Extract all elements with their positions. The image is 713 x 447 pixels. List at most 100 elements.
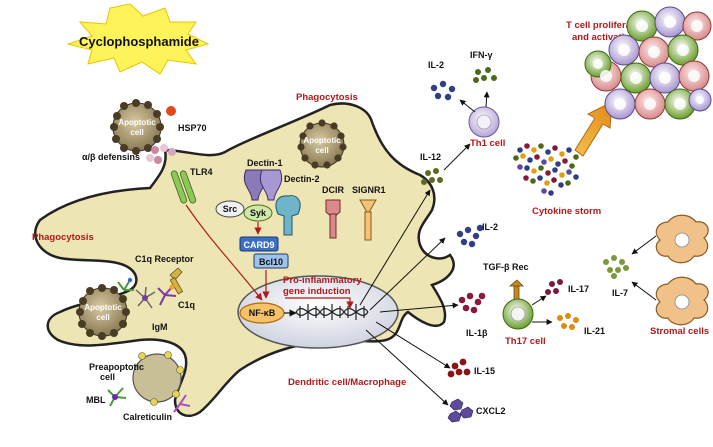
il7-dots bbox=[603, 255, 629, 279]
phagocytosis-left-label: Phagocytosis bbox=[32, 232, 94, 243]
il12-th1-arrow bbox=[443, 143, 471, 171]
dectin2-label: Dectin-2 bbox=[284, 174, 320, 184]
hsp70-label: HSP70 bbox=[178, 123, 207, 133]
bcl10-label: Bcl10 bbox=[259, 257, 283, 267]
dectin1-receptor bbox=[243, 169, 283, 201]
c1q-label: C1q bbox=[178, 300, 195, 310]
il12-dots bbox=[421, 168, 443, 185]
il7-label: IL-7 bbox=[612, 288, 628, 298]
c1q-receptor-label: C1q Receptor bbox=[135, 254, 194, 264]
preapoptotic-label-1: Preapoptotic bbox=[89, 362, 144, 372]
il15-label: IL-15 bbox=[474, 366, 495, 376]
apoptotic-cell-label: cell bbox=[96, 313, 109, 322]
apoptotic-cell-center: Apoptotic cell bbox=[297, 119, 347, 169]
c1q-receptor bbox=[169, 267, 184, 295]
il2-top-label: IL-2 bbox=[428, 60, 444, 70]
ligand-head bbox=[127, 277, 133, 283]
dcir-receptor bbox=[325, 199, 341, 239]
preapoptotic-cell bbox=[132, 351, 184, 406]
c1q-head bbox=[169, 284, 175, 290]
th1-il2-arrow bbox=[459, 99, 476, 113]
stromal-bottom-arrow bbox=[631, 281, 657, 301]
mbl-core bbox=[112, 394, 118, 400]
il17-label: IL-17 bbox=[568, 284, 589, 294]
nucleus bbox=[237, 275, 399, 349]
stromal-top-arrow bbox=[631, 235, 657, 255]
th17-cell bbox=[502, 298, 534, 330]
apoptotic-label: Apoptotic bbox=[303, 136, 341, 145]
cxcl2-molecules bbox=[447, 398, 474, 423]
tgfb-rec-label: TGF-β Rec bbox=[483, 262, 529, 272]
apoptotic-cell-label: cell bbox=[315, 146, 328, 155]
il2-mid-label: IL-2 bbox=[482, 222, 498, 232]
mbl-label: MBL bbox=[86, 395, 106, 405]
apoptotic-cell-top-left: Apoptotic cell bbox=[110, 99, 164, 155]
syk-node: Syk bbox=[243, 204, 273, 222]
dectin1-label: Dectin-1 bbox=[247, 158, 283, 168]
cyclophosphamide-burst: Cyclophosphamide bbox=[66, 3, 210, 75]
th17-il17-arrow bbox=[531, 295, 547, 306]
il21-dots bbox=[557, 313, 579, 330]
il1b-label: IL-1β bbox=[466, 328, 488, 338]
dectin2-receptor bbox=[275, 195, 301, 236]
cytokine-storm-cluster bbox=[513, 143, 579, 196]
il1b-dots bbox=[458, 292, 486, 314]
signr1-label: SIGNR1 bbox=[352, 185, 386, 195]
il15-dots bbox=[447, 358, 471, 378]
pro-inflammatory-label-2: gene induction bbox=[283, 286, 351, 297]
cytokine-storm-label: Cytokine storm bbox=[532, 206, 601, 217]
defensins-label: α/β defensins bbox=[82, 152, 140, 162]
defensin-molecules bbox=[146, 144, 176, 164]
stromal-cell-top bbox=[655, 214, 709, 264]
tlr4-receptor bbox=[170, 170, 197, 204]
card9-box: CARD9 bbox=[239, 236, 279, 252]
cyclophosphamide-label: Cyclophosphamide bbox=[79, 34, 199, 49]
tlr4-signal-arrow bbox=[185, 204, 263, 301]
gene-induction-arrow bbox=[285, 297, 354, 309]
preapoptotic-label-2: cell bbox=[100, 372, 115, 382]
bcl10-box: Bcl10 bbox=[253, 253, 289, 269]
il2-mid-dots bbox=[456, 224, 484, 248]
nfkb-label: NF-κB bbox=[249, 308, 276, 318]
phagocytosis-top-label: Phagocytosis bbox=[296, 92, 358, 103]
src-node: Src bbox=[215, 200, 245, 218]
pro-inflammatory-label-1: Pro-inflammatory bbox=[283, 275, 362, 286]
ifng-dots bbox=[473, 67, 497, 83]
apoptotic-cell-lower-left: Apoptotic cell bbox=[76, 284, 130, 340]
il12-label: IL-12 bbox=[420, 152, 441, 162]
apoptotic-label: Apoptotic bbox=[84, 303, 122, 312]
tlr4-label: TLR4 bbox=[190, 167, 213, 177]
t-cell-cluster bbox=[584, 6, 712, 120]
igm-core bbox=[142, 295, 148, 301]
dendritic-cell-label: Dendritic cell/Macrophage bbox=[288, 377, 406, 388]
t-cell-title-2: and activation bbox=[572, 32, 636, 43]
output-arrows bbox=[359, 189, 459, 406]
syk-label: Syk bbox=[250, 208, 267, 218]
cxcl2-label: CXCL2 bbox=[476, 406, 506, 416]
apoptotic-cell-label: cell bbox=[130, 128, 143, 137]
apoptotic-label: Apoptotic bbox=[118, 118, 156, 127]
tgfb-receptor bbox=[508, 279, 524, 301]
th1-label: Th1 cell bbox=[470, 138, 505, 149]
il2-top-dots bbox=[430, 80, 456, 101]
il21-label: IL-21 bbox=[584, 326, 605, 336]
th17-label: Th17 cell bbox=[505, 336, 546, 347]
nfkb-node: NF-κB bbox=[239, 302, 297, 324]
igm-label: IgM bbox=[152, 322, 168, 332]
stromal-cell-bottom bbox=[655, 276, 709, 326]
stromal-cells-label: Stromal cells bbox=[650, 326, 709, 337]
dna-helix bbox=[295, 304, 369, 320]
th1-ifng-arrow bbox=[483, 91, 490, 108]
signr1-receptor bbox=[359, 199, 377, 241]
th1-cell bbox=[468, 106, 500, 138]
calreticulin-molecule bbox=[173, 394, 191, 413]
src-label: Src bbox=[223, 204, 238, 214]
card9-label: CARD9 bbox=[243, 240, 274, 250]
hsp70-molecule bbox=[166, 106, 176, 116]
t-cell-title-1: T cell proliferation bbox=[566, 20, 649, 31]
ifng-label: IFN-γ bbox=[470, 50, 493, 60]
dcir-label: DCIR bbox=[322, 185, 344, 195]
il17-dots bbox=[545, 279, 563, 295]
